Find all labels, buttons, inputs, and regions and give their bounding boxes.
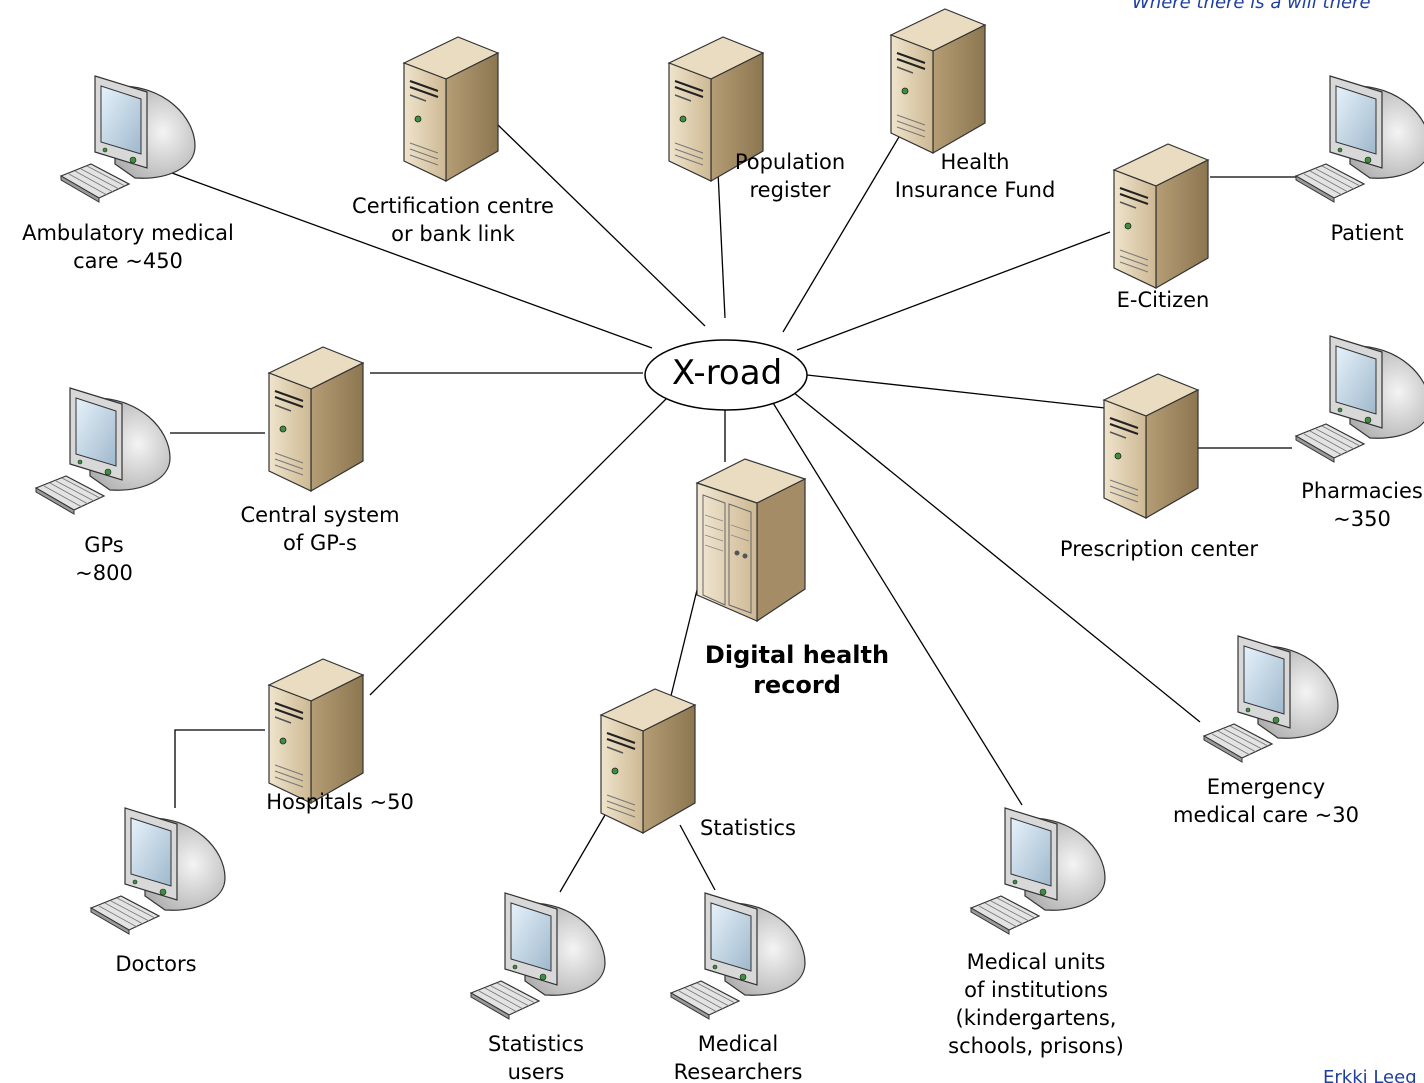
header-tagline: Where there is a will there bbox=[1132, 0, 1371, 13]
server-tower-icon bbox=[398, 33, 504, 185]
label-central-gp-system: Central system of GP-s bbox=[240, 503, 400, 555]
link-doctors bbox=[174, 729, 265, 808]
label-hospitals: Hospitals ~50 bbox=[266, 790, 414, 814]
label-pharmacies: Pharmacies ~350 bbox=[1301, 479, 1423, 531]
desktop-computer-icon bbox=[85, 800, 235, 936]
server-tower-icon bbox=[663, 33, 769, 185]
label-e-citizen: E-Citizen bbox=[1116, 288, 1210, 312]
link-prescription bbox=[806, 374, 1106, 409]
footer-author: Erkki Leeg bbox=[1323, 1067, 1417, 1083]
link-health-insurance bbox=[782, 109, 916, 333]
label-population-register: Population register bbox=[734, 150, 846, 202]
desktop-computer-icon bbox=[1290, 328, 1424, 464]
link-statistics bbox=[667, 589, 698, 709]
link-medical-researchers bbox=[679, 824, 716, 891]
desktop-computer-icon bbox=[465, 885, 615, 1021]
desktop-computer-icon bbox=[665, 885, 815, 1021]
label-medical-researchers: Medical Researchers bbox=[673, 1032, 803, 1083]
label-statistics: Statistics bbox=[700, 816, 796, 840]
link-medical-units bbox=[769, 397, 1023, 806]
label-medical-units: Medical units of institutions (kindergar… bbox=[948, 950, 1124, 1058]
server-tower-icon bbox=[595, 685, 701, 837]
link-statistics-users bbox=[559, 814, 606, 893]
desktop-computer-icon bbox=[965, 800, 1115, 936]
link-ambulatory bbox=[149, 164, 653, 349]
server-cabinet-icon bbox=[693, 455, 813, 625]
desktop-computer-icon bbox=[55, 68, 205, 204]
label-statistics-users: Statistics users bbox=[488, 1032, 584, 1083]
server-tower-icon bbox=[885, 5, 991, 157]
link-emergency bbox=[792, 391, 1201, 723]
link-certification bbox=[497, 124, 706, 327]
desktop-computer-icon bbox=[1290, 68, 1424, 204]
server-tower-icon bbox=[263, 655, 369, 807]
label-gps: GPs ~800 bbox=[75, 533, 133, 585]
label-patient: Patient bbox=[1330, 221, 1404, 245]
label-prescription-center: Prescription center bbox=[1059, 537, 1259, 561]
label-ambulatory-care: Ambulatory medical care ~450 bbox=[22, 221, 234, 273]
link-hospitals bbox=[369, 389, 676, 696]
label-digital-health-record: Digital health record bbox=[704, 641, 890, 699]
label-doctors: Doctors bbox=[115, 952, 197, 976]
server-tower-icon bbox=[1108, 140, 1214, 292]
x-road-hub bbox=[644, 339, 808, 411]
x-road-hub-label: X-road bbox=[671, 353, 783, 393]
desktop-computer-icon bbox=[30, 380, 180, 516]
label-emergency-care: Emergency medical care ~30 bbox=[1173, 775, 1359, 827]
desktop-computer-icon bbox=[1198, 628, 1348, 764]
label-certification-centre: Certification centre or bank link bbox=[352, 194, 554, 246]
server-tower-icon bbox=[1098, 370, 1204, 522]
link-e-citizen bbox=[796, 231, 1111, 351]
label-health-insurance-fund: Health Insurance Fund bbox=[894, 150, 1056, 202]
server-tower-icon bbox=[263, 343, 369, 495]
